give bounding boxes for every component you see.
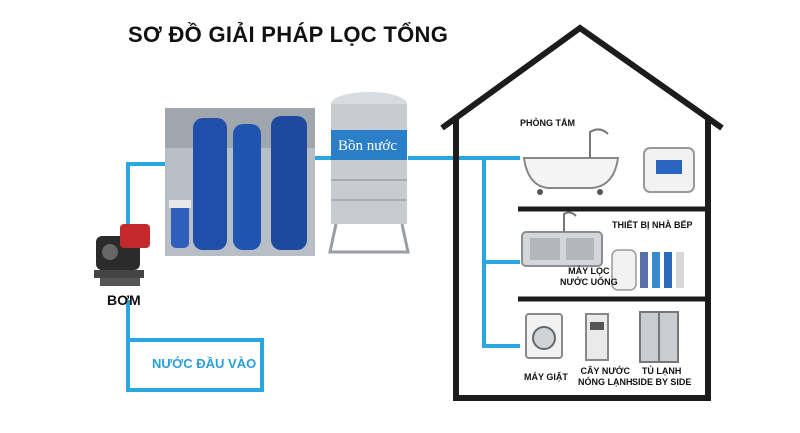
fridge-label: TỦ LẠNH SIDE BY SIDE	[632, 366, 692, 387]
tank-label: Bồn nước	[338, 138, 397, 154]
fridge-icon	[639, 311, 679, 363]
purifier-label: MÁY LỌC NƯỚC UỐNG	[560, 266, 618, 287]
filter-photo	[165, 108, 315, 256]
kitchen-label: THIẾT BỊ NHÀ BẾP	[612, 220, 693, 230]
bathroom-label: PHÒNG TẮM	[520, 118, 575, 128]
pump-to-filter-pipe	[126, 162, 170, 232]
dispenser-label: CÂY NƯỚC NÓNG LẠNH	[578, 366, 633, 387]
house-floors	[518, 206, 708, 302]
inlet-pipe	[126, 300, 264, 392]
pump-icon	[94, 224, 150, 286]
washing-machine-icon	[525, 313, 563, 359]
water-purifier-icon	[611, 249, 684, 291]
kitchen-sink-icon	[521, 211, 603, 267]
house-distribution-pipe	[454, 156, 520, 348]
water-heater-icon	[643, 147, 695, 193]
water-dispenser-icon	[585, 313, 609, 361]
house-outline	[440, 24, 724, 401]
pump-label: BƠM	[107, 292, 141, 308]
diagram-title: SƠ ĐỒ GIẢI PHÁP LỌC TỔNG	[128, 22, 449, 47]
water-tank-icon	[328, 92, 410, 254]
washer-label: MÁY GIẶT	[524, 372, 568, 382]
bathtub-icon	[522, 128, 620, 195]
inlet-label: NƯỚC ĐẦU VÀO	[152, 356, 257, 371]
